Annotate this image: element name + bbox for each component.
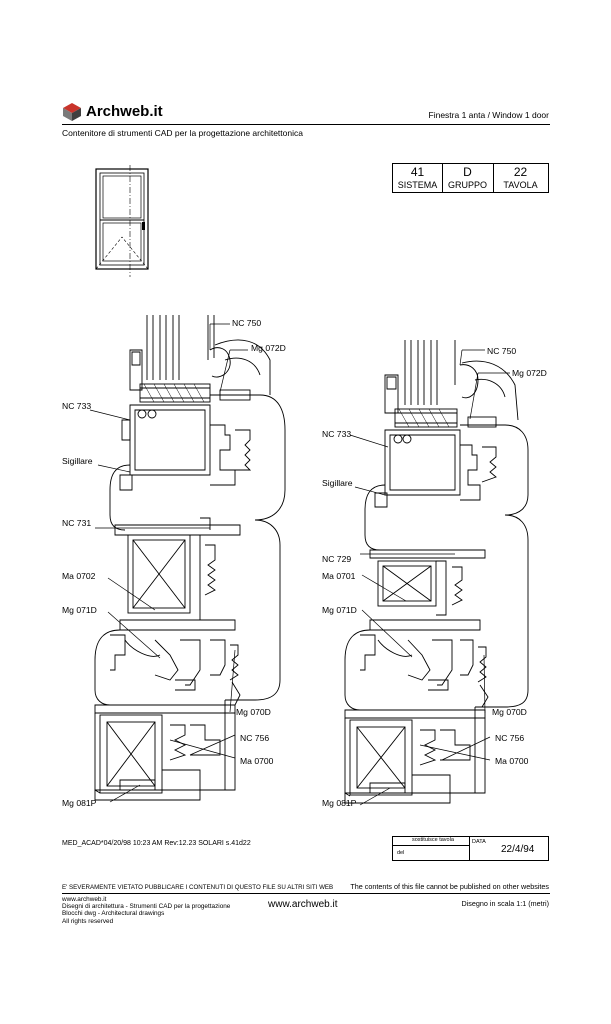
right-section-drawing [344,340,529,806]
left-label-mg072d: Mg 072D [251,343,286,353]
brand-name: Archweb.it [86,103,163,120]
gruppo-label: GRUPPO [447,180,487,190]
header-rule [62,124,550,125]
warning-italian: E' SEVERAMENTE VIETATO PUBBLICARE I CONT… [62,884,334,891]
scale-note: Disegno in scala 1:1 (metri) [461,899,549,908]
credits: www.archweb.it Disegni di architettura -… [62,896,230,925]
credit-line: Blocchi dwg - Architectural drawings [62,910,165,918]
left-label-ma0702: Ma 0702 [62,571,96,581]
left-label-mg081p: Mg 081P [62,798,97,808]
right-label-mg071d: Mg 071D [322,605,357,615]
right-label-nc750: NC 750 [487,346,517,356]
right-label-ma0701: Ma 0701 [322,571,356,581]
left-section-drawing [89,315,286,803]
right-label-sigillare: Sigillare [322,478,353,488]
gruppo-value: D [463,165,472,179]
revision-date: 22/4/94 [501,844,535,855]
left-label-ma0700: Ma 0700 [240,756,274,766]
right-label-nc733: NC 733 [322,429,352,439]
sheet-title: Finestra 1 anta / Window 1 door [428,110,549,120]
right-label-nc756: NC 756 [495,733,525,743]
left-label-mg070d: Mg 070D [236,707,271,717]
left-label-nc733: NC 733 [62,401,92,411]
left-label-nc750: NC 750 [232,318,262,328]
left-label-nc731: NC 731 [62,518,92,528]
right-label-ma0700: Ma 0700 [495,756,529,766]
revision-block: sostituisce tavola del DATA 22/4/94 [392,836,549,861]
website-link[interactable]: www.archweb.it [268,899,338,910]
left-label-nc756: NC 756 [240,733,270,743]
right-label-mg070d: Mg 070D [492,707,527,717]
del-label: del [397,850,405,856]
data-label: DATA [472,839,486,845]
credit-line: www.archweb.it [62,896,107,903]
title-block: 41 SISTEMA D GRUPPO 22 TAVOLA [392,163,549,193]
tavola-value: 22 [513,165,528,179]
credit-line: All rights reserved [62,917,114,925]
right-label-mg072d: Mg 072D [512,368,547,378]
brand-subtitle: Contenitore di strumenti CAD per la prog… [62,128,303,138]
sostituisce-label: sostituisce tavola [412,837,454,843]
file-info: MED_ACAD*04/20/98 10:23 AM Rev:12.23 SOL… [62,840,251,847]
right-label-mg081p: Mg 081P [322,798,357,808]
footer-rule [62,893,550,894]
credit-line: Disegni di architettura - Strumenti CAD … [62,903,231,911]
tavola-label: TAVOLA [503,180,538,190]
warning-english: The contents of this file cannot be publ… [350,882,549,891]
archweb-logo-icon [62,102,82,122]
left-label-sigillare: Sigillare [62,456,93,466]
window-elevation-diagram [95,165,149,277]
sistema-label: SISTEMA [397,180,438,190]
right-label-nc729: NC 729 [322,554,352,564]
left-label-mg071d: Mg 071D [62,605,97,615]
sistema-value: 41 [410,165,425,179]
